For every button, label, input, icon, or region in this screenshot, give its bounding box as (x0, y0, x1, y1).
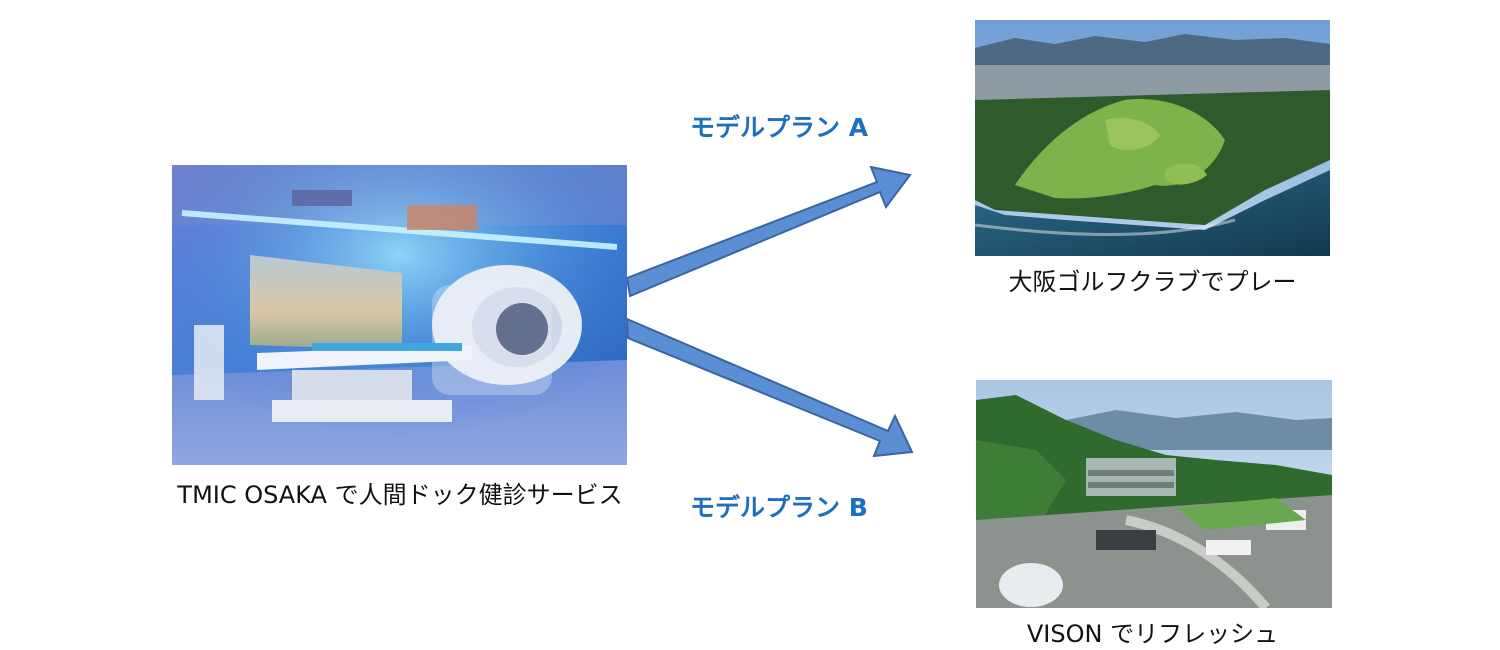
arrow-to-plan-a (625, 165, 912, 298)
source-caption: TMIC OSAKA で人間ドック健診サービス (177, 481, 623, 509)
plan-b-label: モデルプラン B (690, 493, 868, 522)
vison-resort-aerial-photo (976, 380, 1332, 608)
ct-scanner-room-photo (172, 165, 627, 465)
plan-a-caption: 大阪ゴルフクラブでプレー (1008, 268, 1297, 296)
plan-a-label: モデルプラン A (690, 113, 869, 142)
golf-course-aerial-photo (975, 20, 1330, 256)
plan-b-caption: VISON でリフレッシュ (1026, 620, 1279, 648)
arrow-to-plan-b (625, 317, 914, 458)
